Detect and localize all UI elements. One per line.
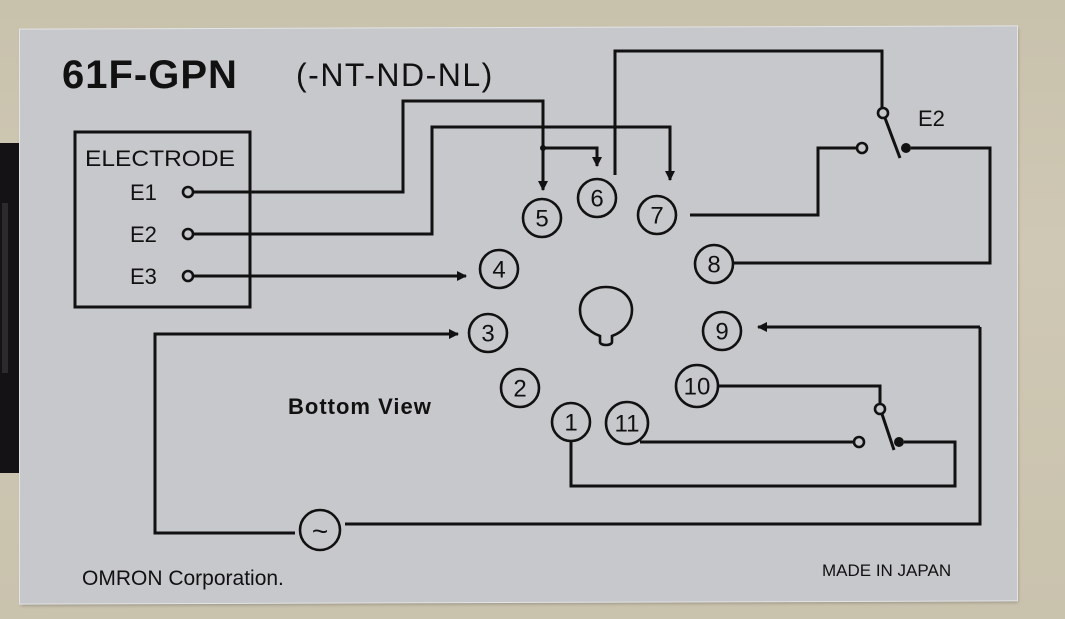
wire-supply-to-pin3 [153,329,459,535]
switch-bottom-contact-nc [852,435,866,449]
wire-supply-return [345,327,982,526]
pin-8-label: 8 [707,252,720,279]
pin-1: 1 [550,401,592,443]
pin-6: 6 [576,177,618,219]
tab-glint [2,203,8,373]
pin-4: 4 [478,248,520,290]
pin-9-label: 9 [715,319,728,346]
wire-e1-to-pin5 [193,99,548,194]
pin-3-label: 3 [481,321,494,348]
switch-bottom-contact-no [894,437,904,447]
ac-source-icon [298,508,342,552]
wire-pin10-to-switch [718,384,882,404]
pin-8: 8 [693,243,735,285]
pin-2: 2 [499,367,541,409]
pin-6-label: 6 [590,186,603,213]
pin-7-label: 7 [650,203,663,230]
pin-11: 11 [604,400,650,446]
wire-pin6-to-switch [613,49,884,175]
wire-switch-to-pin8 [733,146,992,265]
terminal-e1-label: E1 [130,180,157,205]
pin-7: 7 [636,194,678,236]
terminal-e2 [181,227,195,241]
model-name: 61F-GPN [62,53,238,97]
terminal-e3-label: E3 [130,264,157,289]
switch-bottom-arm [880,413,896,451]
pin-3: 3 [467,312,509,354]
wire-switch-to-pin1 [569,440,957,488]
model-suffix: (-NT-ND-NL) [296,57,494,93]
pin-1-label: 1 [564,410,577,437]
bottom-view-label: Bottom View [288,394,432,419]
pin-2-label: 2 [513,376,526,403]
manufacturer-label: OMRON Corporation. [82,567,284,590]
terminal-e1 [181,185,195,199]
switch-top-contact-nc [855,141,869,155]
pin-5-label: 5 [535,206,548,233]
switch-top-contact-no [901,143,911,153]
socket-key-icon [578,285,634,347]
pin-10-label: 10 [684,374,711,401]
terminal-e3 [181,269,195,283]
pin-10: 10 [674,363,720,409]
switch-top-label: E2 [918,106,945,131]
wire-branch-to-pin6 [543,146,602,167]
pin-9: 9 [701,310,743,352]
electrode-title: ELECTRODE [85,146,235,171]
pin-5: 5 [521,197,563,239]
switch-top-arm [883,117,902,159]
origin-label: MADE IN JAPAN [822,561,951,580]
ac-source-symbol: ~ [312,516,328,547]
pin-11-label: 11 [615,411,640,438]
switch-top-contact-common [876,106,890,120]
switch-bottom-contact-common [873,402,887,416]
wire-e2-to-pin7 [193,125,675,236]
pin-4-label: 4 [492,257,505,284]
junction-dot [540,145,546,151]
terminal-e2-label: E2 [130,222,157,247]
electrode-box [73,130,252,309]
wire-switch-to-pin7 [690,146,857,217]
